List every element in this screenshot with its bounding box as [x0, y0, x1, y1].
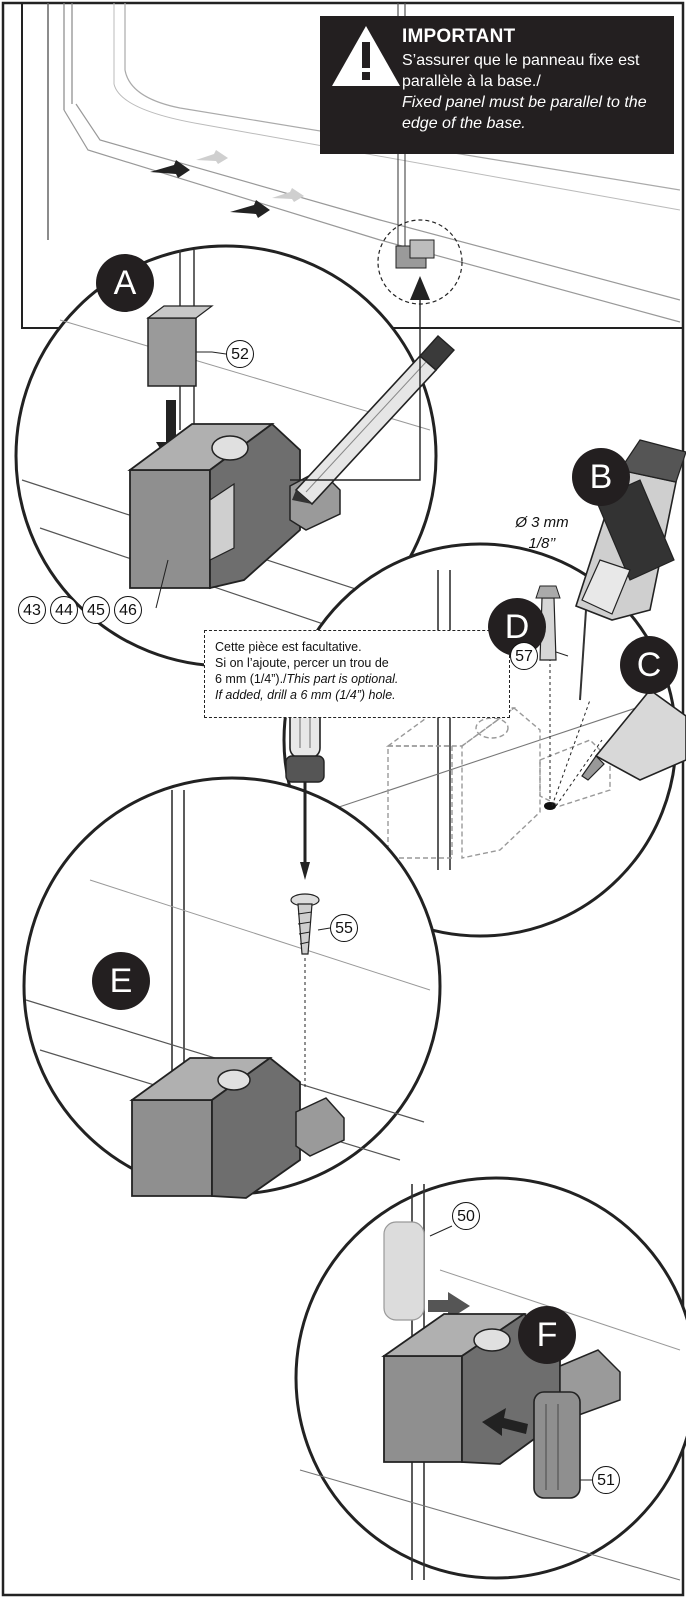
important-text-fr: S’assurer que le panneau fixe est parall…	[402, 52, 640, 90]
optional-part-note: Cette pièce est facultative. Si on l’ajo…	[204, 630, 510, 718]
part-callout-55: 55	[330, 914, 358, 942]
note-line-1: Cette pièce est facultative.	[215, 640, 362, 654]
step-badge-a: A	[96, 254, 154, 312]
part-callout-52: 52	[226, 340, 254, 368]
note-line-3-en: This part is optional.	[286, 672, 399, 686]
step-a-detail	[14, 244, 455, 668]
part-callout-45: 45	[82, 596, 110, 624]
part-callout-57: 57	[510, 642, 538, 670]
part-callout-50: 50	[452, 1202, 480, 1230]
drill-size-metric: Ø 3 mm	[515, 514, 569, 531]
step-badge-c: C	[620, 636, 678, 694]
part-callout-43: 43	[18, 596, 46, 624]
note-line-3: 6 mm (1/4”)./This part is optional.	[215, 671, 398, 687]
part-callout-44: 44	[50, 596, 78, 624]
step-badge-f: F	[518, 1306, 576, 1364]
important-title: IMPORTANT	[402, 26, 516, 47]
important-text-en: Fixed panel must be parallel to the edge…	[402, 94, 647, 132]
step-f-detail	[294, 1176, 686, 1581]
note-line-3-fr: 6 mm (1/4”)./	[215, 672, 287, 686]
note-line-2: Si on l’ajoute, percer un trou de	[215, 656, 389, 670]
step-badge-e: E	[92, 952, 150, 1010]
part-callout-51: 51	[592, 1466, 620, 1494]
step-e-detail	[22, 657, 442, 1199]
important-notice: IMPORTANT S’assurer que le panneau fixe …	[320, 16, 674, 154]
drill-size-imperial: 1/8’’	[528, 535, 556, 552]
note-line-4: If added, drill a 6 mm (1/4”) hole.	[215, 688, 396, 702]
drill-size-label: Ø 3 mm 1/8’’	[490, 512, 594, 554]
part-callout-46: 46	[114, 596, 142, 624]
step-badge-b: B	[572, 448, 630, 506]
